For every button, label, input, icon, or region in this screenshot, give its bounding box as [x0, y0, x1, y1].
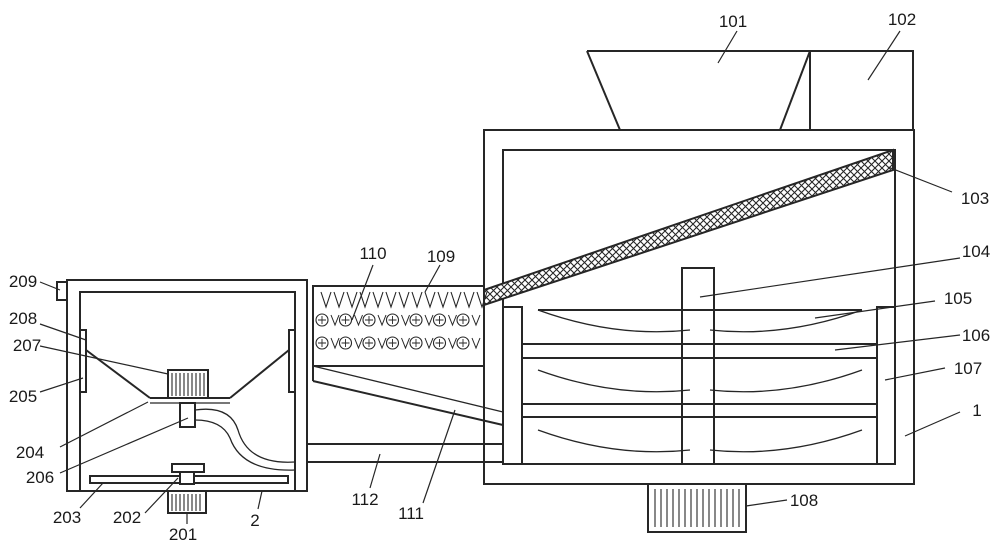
label-202: 202: [113, 508, 141, 527]
crushing-chamber: [312, 285, 488, 381]
feed-box: [809, 50, 914, 131]
central-shaft: [681, 267, 715, 465]
collection-tank: [56, 279, 308, 514]
discharge-chute: [312, 365, 504, 426]
leader-lines: [39, 30, 961, 524]
label-109: 109: [427, 247, 455, 266]
label-107: 107: [954, 359, 982, 378]
label-108: 108: [790, 491, 818, 510]
connecting-pipe: [307, 443, 503, 463]
label-205: 205: [9, 387, 37, 406]
label-102: 102: [888, 10, 916, 29]
label-111: 111: [398, 504, 424, 523]
callout-labels: 101 102 103 104 105 106 107 1 108 109 11…: [9, 10, 990, 544]
label-2: 2: [250, 511, 259, 530]
label-106: 106: [962, 326, 990, 345]
label-1: 1: [972, 401, 981, 420]
label-105: 105: [944, 289, 972, 308]
label-104: 104: [962, 242, 990, 261]
label-206: 206: [26, 468, 54, 487]
label-208: 208: [9, 309, 37, 328]
feed-hopper: [586, 50, 811, 131]
label-110: 110: [359, 244, 386, 263]
label-103: 103: [961, 189, 989, 208]
label-201: 201: [169, 525, 197, 544]
label-112: 112: [351, 490, 378, 509]
label-209: 209: [9, 272, 37, 291]
bottom-motor: [647, 483, 747, 533]
label-207: 207: [13, 336, 41, 355]
label-101: 101: [719, 12, 747, 31]
stirring-frame: [502, 306, 896, 465]
stirring-blades: [537, 309, 863, 453]
label-204: 204: [16, 443, 44, 462]
label-203: 203: [53, 508, 81, 527]
